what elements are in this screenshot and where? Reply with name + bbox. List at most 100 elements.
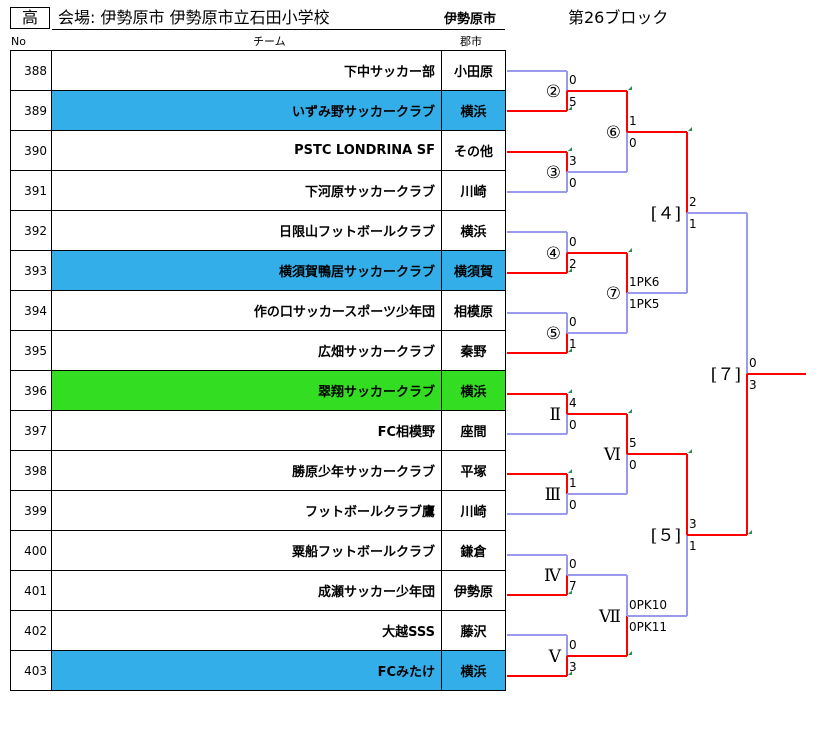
match-label: ④ xyxy=(546,244,561,264)
score-top: 0 xyxy=(749,356,757,370)
team-name: PSTC LONDRINA SF xyxy=(51,130,442,171)
team-number: 398 xyxy=(10,450,52,491)
team-city: 川崎 xyxy=(441,170,506,211)
team-name: 勝原少年サッカークラブ xyxy=(51,450,442,491)
result-marker xyxy=(748,530,752,534)
score-top: 2 xyxy=(689,195,697,209)
result-marker xyxy=(568,147,572,151)
match-label: ③ xyxy=(546,163,561,183)
result-marker xyxy=(568,389,572,393)
score-bottom: 0PK11 xyxy=(629,620,667,634)
team-name: 粟船フットボールクラブ xyxy=(51,530,442,571)
col-team-header: チーム xyxy=(253,35,286,48)
match-label: Ⅲ xyxy=(545,485,561,505)
score-bottom: 3 xyxy=(569,660,577,674)
team-number: 401 xyxy=(10,570,52,611)
team-number: 397 xyxy=(10,410,52,451)
team-number: 391 xyxy=(10,170,52,211)
match-label: [４] xyxy=(651,204,681,224)
team-name: 翠翔サッカークラブ xyxy=(51,370,442,411)
result-marker xyxy=(688,449,692,453)
result-marker xyxy=(628,651,632,655)
result-marker xyxy=(568,469,572,473)
match-label: ⑥ xyxy=(606,123,621,143)
organizer-label: 伊勢原市 xyxy=(444,12,497,27)
team-city: 伊勢原 xyxy=(441,570,506,611)
match-label: Ⅱ xyxy=(549,405,561,425)
score-top: 0 xyxy=(569,73,577,87)
score-top: 3 xyxy=(689,517,697,531)
team-name: いずみ野サッカークラブ xyxy=(51,90,442,131)
match-label: Ⅵ xyxy=(603,445,621,465)
venue-title: 会場: 伊勢原市 伊勢原市立石田小学校 xyxy=(58,8,330,27)
score-bottom: 0 xyxy=(569,498,577,512)
score-top: 1 xyxy=(629,114,637,128)
match-label: ⑦ xyxy=(606,284,621,304)
score-bottom: 3 xyxy=(749,378,757,392)
team-number: 402 xyxy=(10,610,52,651)
team-city: 横浜 xyxy=(441,370,506,411)
team-city: 秦野 xyxy=(441,330,506,371)
team-number: 395 xyxy=(10,330,52,371)
team-number: 399 xyxy=(10,490,52,531)
score-top: 5 xyxy=(629,436,637,450)
match-label: [７] xyxy=(711,365,741,385)
score-bottom: 1 xyxy=(569,337,577,351)
result-marker xyxy=(628,409,632,413)
team-city: 平塚 xyxy=(441,450,506,491)
result-marker xyxy=(568,348,572,352)
result-marker xyxy=(568,590,572,594)
result-marker xyxy=(568,106,572,110)
score-top: 0 xyxy=(569,638,577,652)
team-number: 396 xyxy=(10,370,52,411)
team-city: 横浜 xyxy=(441,650,506,691)
score-top: 0 xyxy=(569,557,577,571)
score-bottom: 7 xyxy=(569,579,577,593)
score-top: 1PK6 xyxy=(629,275,659,289)
match-label: ② xyxy=(546,82,561,102)
team-name: フットボールクラブ鷹 xyxy=(51,490,442,531)
score-bottom: 0 xyxy=(629,136,637,150)
result-marker xyxy=(568,671,572,675)
col-no-header: No xyxy=(11,35,26,48)
team-number: 389 xyxy=(10,90,52,131)
header-underline xyxy=(52,29,505,30)
score-bottom: 1PK5 xyxy=(629,297,659,311)
block-title: 第26ブロック xyxy=(568,8,669,27)
level-badge: 高 xyxy=(10,7,50,29)
score-top: 4 xyxy=(569,396,577,410)
score-bottom: 2 xyxy=(569,257,577,271)
team-city: 鎌倉 xyxy=(441,530,506,571)
team-name: FC相模野 xyxy=(51,410,442,451)
score-bottom: 5 xyxy=(569,95,577,109)
score-bottom: 0 xyxy=(629,458,637,472)
score-bottom: 0 xyxy=(569,418,577,432)
team-number: 393 xyxy=(10,250,52,291)
score-bottom: 1 xyxy=(689,217,697,231)
score-top: 1 xyxy=(569,476,577,490)
result-marker xyxy=(628,248,632,252)
score-top: 0 xyxy=(569,315,577,329)
team-name: 下河原サッカークラブ xyxy=(51,170,442,211)
score-bottom: 1 xyxy=(689,539,697,553)
score-top: 0PK10 xyxy=(629,598,667,612)
team-name: 大越SSS xyxy=(51,610,442,651)
match-label: Ⅴ xyxy=(548,647,562,667)
result-marker xyxy=(568,268,572,272)
match-label: Ⅳ xyxy=(544,566,562,586)
